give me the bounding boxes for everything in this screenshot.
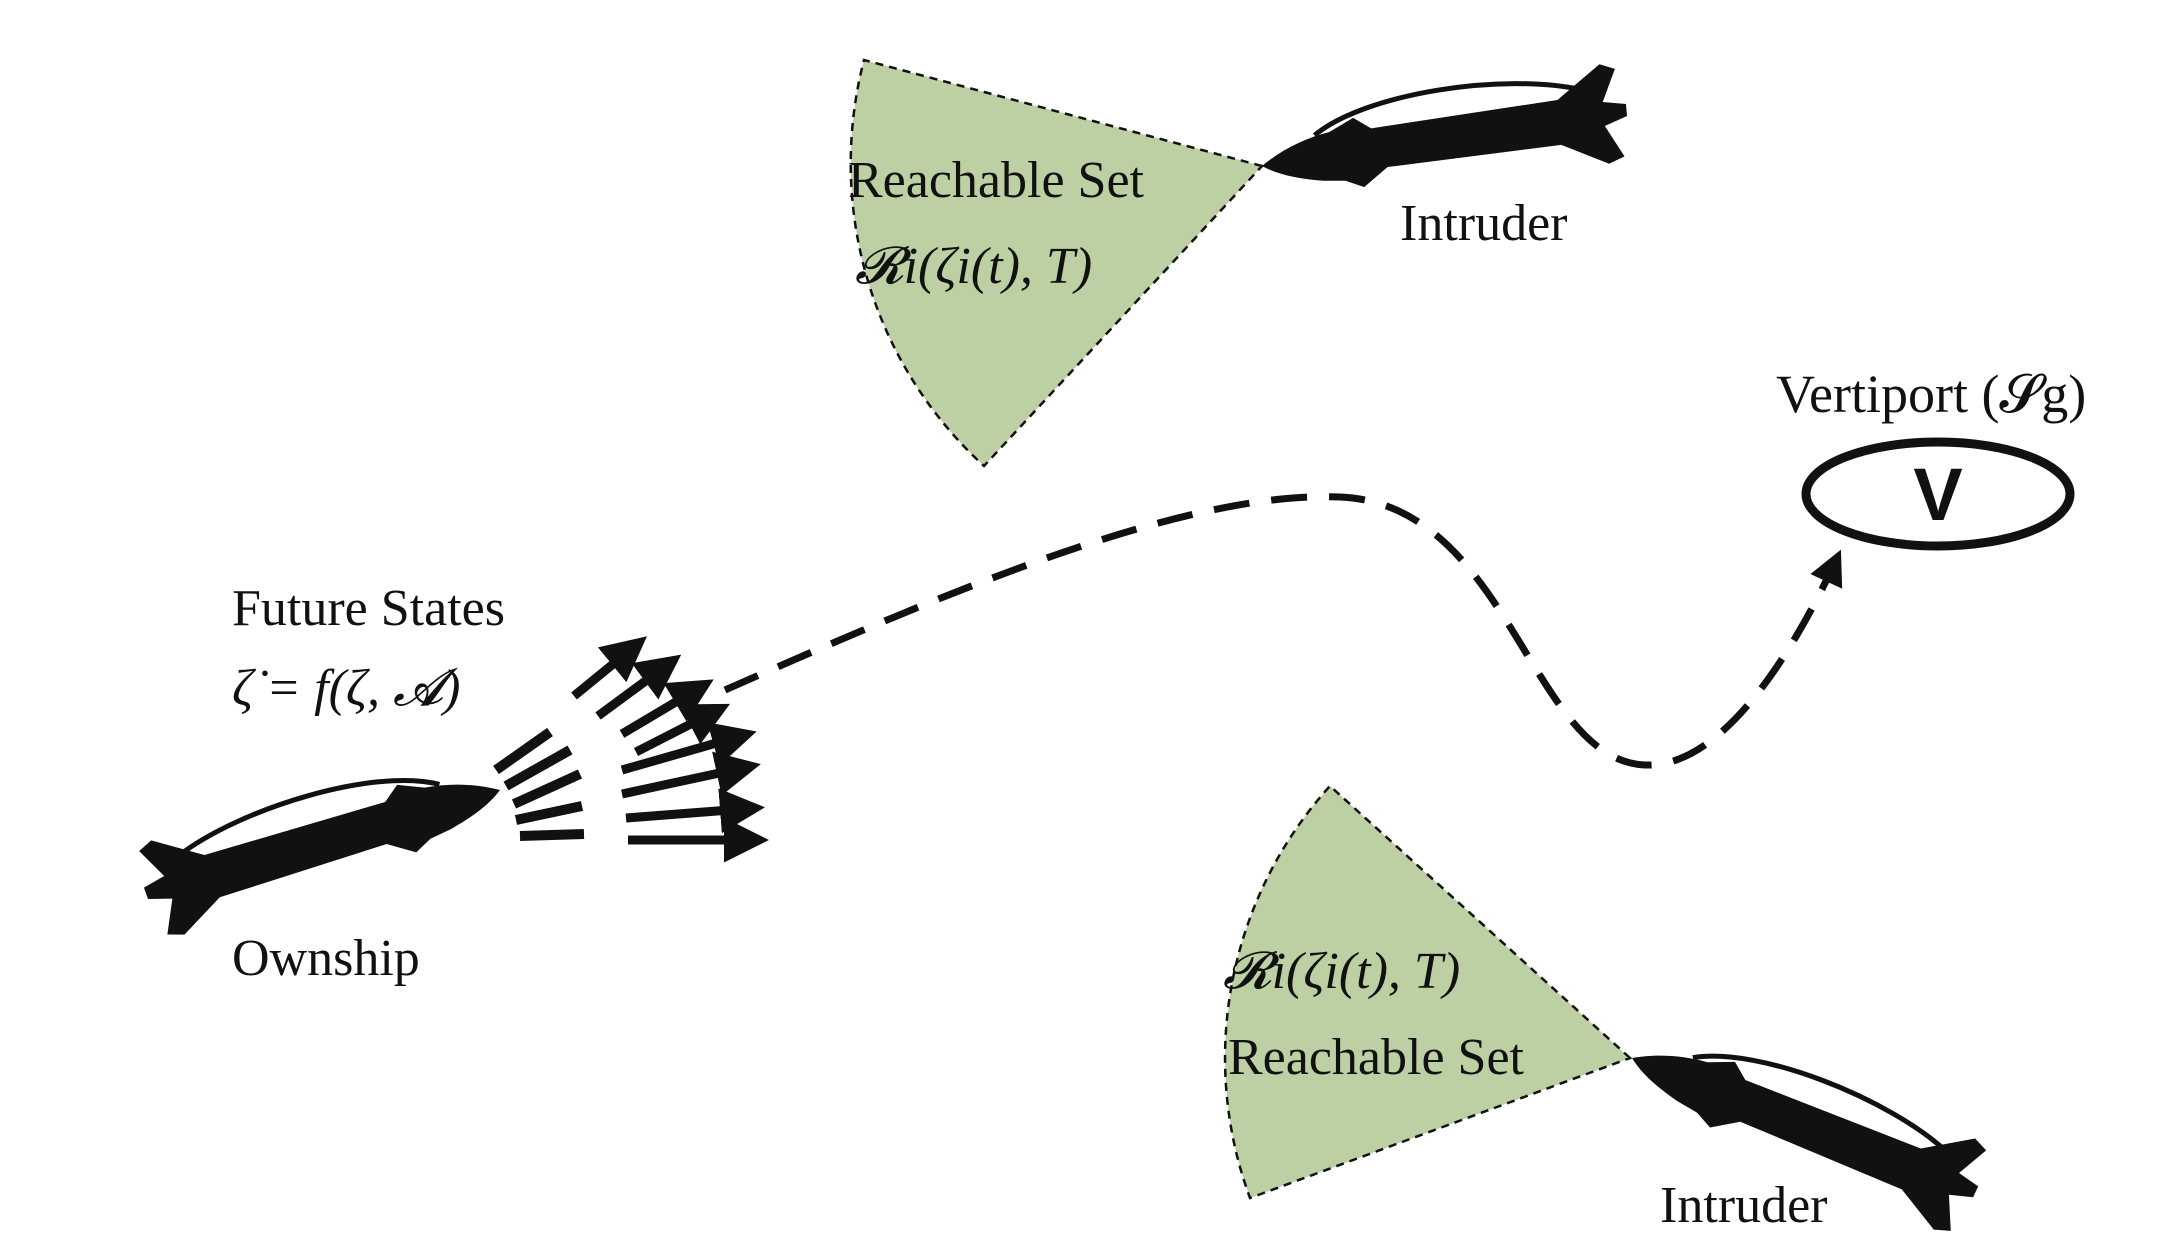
intruder-bottom-label: Intruder <box>1660 1177 1827 1234</box>
dynamics-formula: ζ̇ = f(ζ, 𝓐) <box>232 660 461 717</box>
reach-formula-bottom: 𝓡i(ζi(t), T) <box>1223 943 1460 1000</box>
vertiport-mark: V <box>1913 453 1962 536</box>
future-states-near <box>493 727 585 841</box>
vertiport-icon <box>1801 437 2075 551</box>
reachable-set-top-label: Reachable Set <box>848 152 1145 209</box>
intruder-top-aircraft-icon <box>1256 62 1631 196</box>
reachable-set-bottom-label: Reachable Set <box>1228 1029 1525 1086</box>
vertiport-label: Vertiport (𝓢g) <box>1776 364 2086 424</box>
ownship-aircraft-icon <box>130 722 511 944</box>
planned-path <box>723 493 1843 769</box>
reach-formula-top: 𝓡i(ζi(t), T) <box>855 238 1092 295</box>
reachable-set-bottom <box>1223 784 1633 1200</box>
reachable-set-top <box>849 58 1265 468</box>
future-states-label: Future States <box>232 580 505 637</box>
intruder-top-label: Intruder <box>1400 195 1567 252</box>
future-states-fan <box>571 636 769 863</box>
ownship-label: Ownship <box>232 930 420 987</box>
